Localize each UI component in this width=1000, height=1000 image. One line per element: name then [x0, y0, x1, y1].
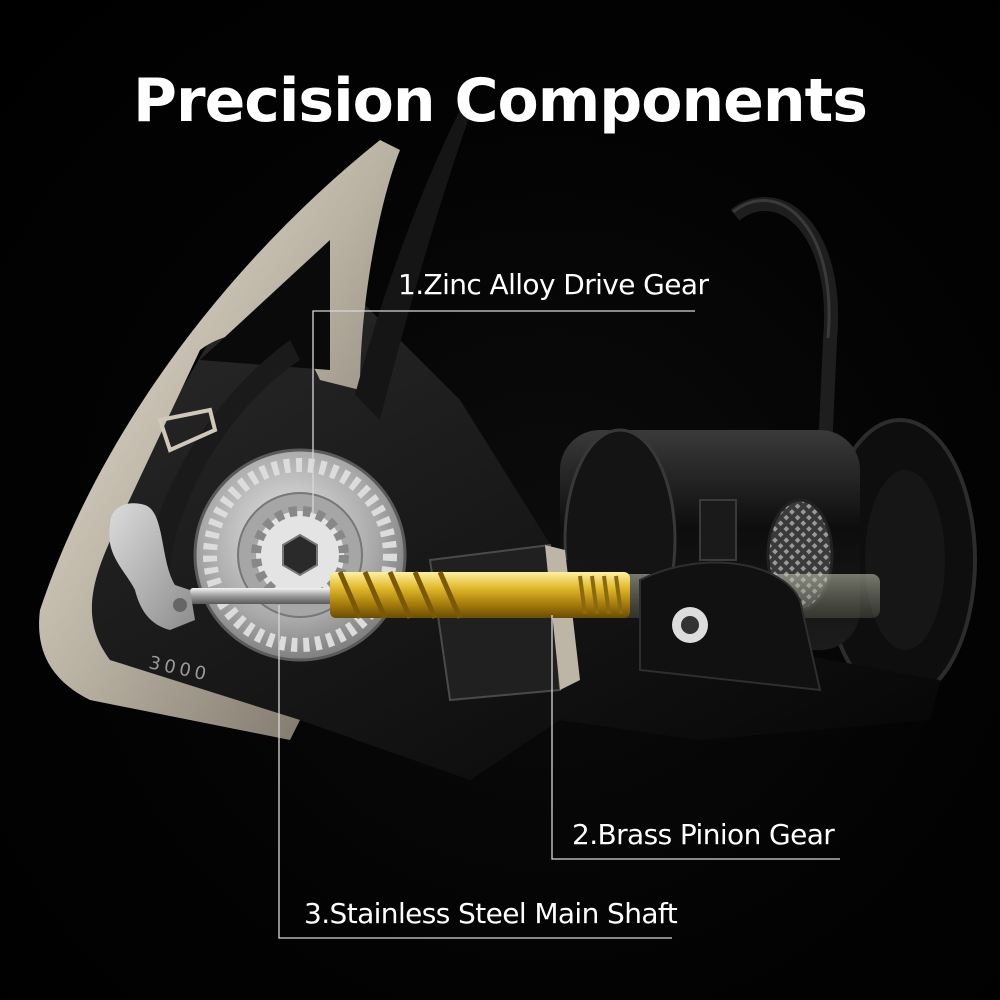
reel-foot	[355, 110, 470, 420]
page-title: Precision Components	[133, 66, 868, 136]
callout-leaders	[278, 310, 840, 939]
leader-line-2	[551, 615, 840, 860]
handle-tab	[109, 503, 195, 630]
drive-gear	[193, 448, 407, 662]
callout-drive-gear: 1.Zinc Alloy Drive Gear	[398, 268, 709, 301]
callout-main-shaft: 3.Stainless Steel Main Shaft	[304, 897, 678, 930]
leader-line-3	[278, 605, 672, 939]
leader-line-1	[312, 310, 695, 515]
brass-pinion-gear	[330, 571, 630, 619]
frame-window	[157, 407, 218, 453]
callout-pinion-gear: 2.Brass Pinion Gear	[572, 818, 835, 851]
